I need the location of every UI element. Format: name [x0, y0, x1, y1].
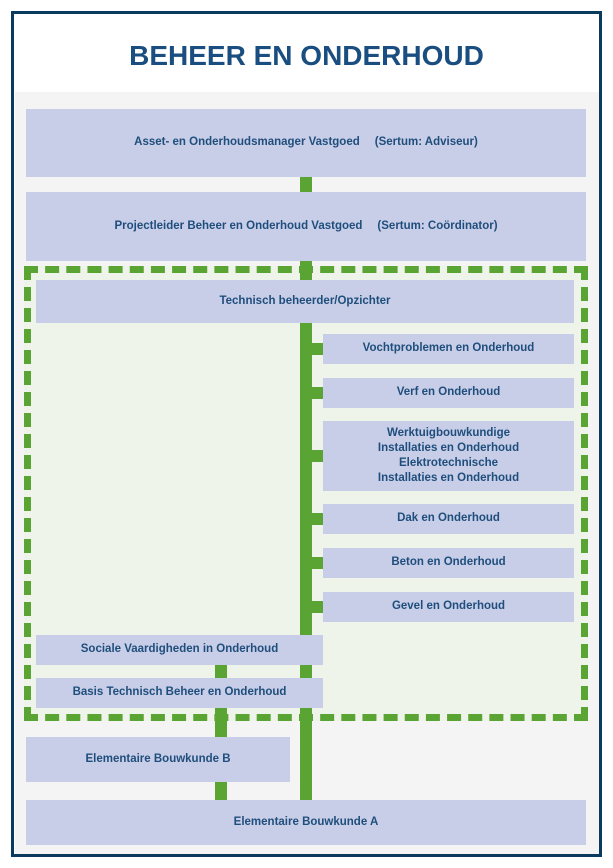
connector-stub-gevel	[312, 601, 324, 613]
connector-stub-verf	[312, 387, 324, 399]
module-box-basis-technisch-beheer: Basis Technisch Beheer en Onderhoud	[36, 678, 323, 708]
role-sertum-label: (Sertum: Adviseur)	[374, 136, 478, 149]
connector-stub-vochtproblemen	[312, 343, 324, 355]
page-title: BEHEER EN ONDERHOUD	[129, 40, 484, 71]
role-box-technisch-beheerder: Technisch beheerder/Opzichter	[36, 280, 574, 323]
connector-stub-dak	[312, 513, 324, 525]
role-sertum-label: (Sertum: Coördinator)	[377, 219, 498, 232]
module-box-elementaire-bouwkunde-b: Elementaire Bouwkunde B	[26, 737, 290, 782]
module-box-installaties: Werktuigbouwkundige Installaties en Onde…	[323, 421, 574, 491]
module-box-sociale-vaardigheden: Sociale Vaardigheden in Onderhoud	[36, 635, 323, 665]
module-box-dak: Dak en Onderhoud	[323, 504, 574, 534]
role-name: Projectleider Beheer en Onderhoud Vastgo…	[114, 219, 363, 232]
module-box-verf: Verf en Onderhoud	[323, 378, 574, 408]
module-box-beton: Beton en Onderhoud	[323, 548, 574, 578]
connector-stub-installaties	[312, 450, 324, 462]
connector-stub-beton	[312, 557, 324, 569]
module-box-gevel: Gevel en Onderhoud	[323, 592, 574, 622]
module-box-vochtproblemen: Vochtproblemen en Onderhoud	[323, 334, 574, 364]
role-name: Asset- en Onderhoudsmanager Vastgoed	[134, 136, 360, 149]
module-box-elementaire-bouwkunde-a: Elementaire Bouwkunde A	[26, 800, 586, 845]
role-box-projectleider: Projectleider Beheer en Onderhoud Vastgo…	[26, 192, 586, 261]
role-box-asset-onderhoudsmanager: Asset- en Onderhoudsmanager Vastgoed (Se…	[26, 109, 586, 177]
